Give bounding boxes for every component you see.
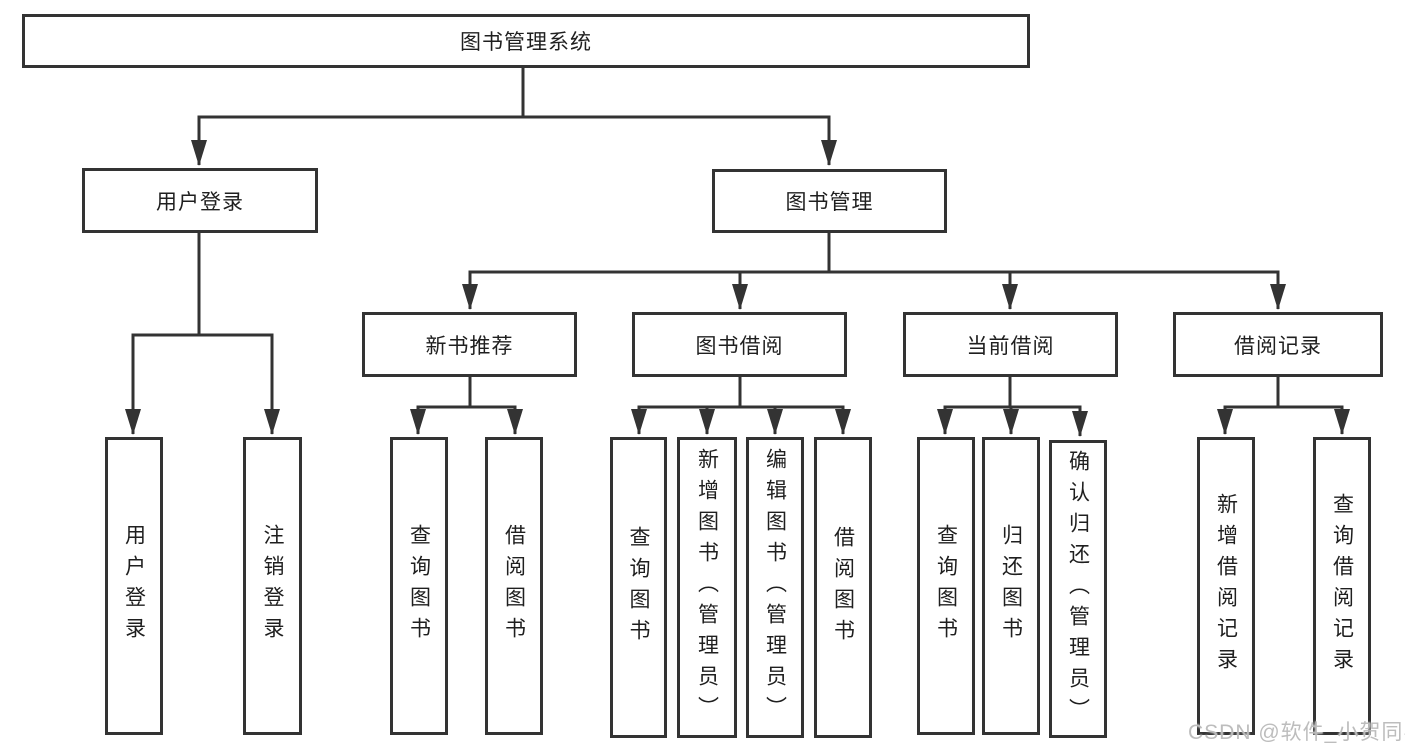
leaf-records-add-record-label: 新增借阅记录 (1214, 493, 1238, 679)
node-borrow-records: 借阅记录 (1173, 312, 1383, 377)
leaf-borrow-add-books-admin-label: 新增图书（管理员） (695, 448, 719, 727)
leaf-borrow-edit-books-admin: 编辑图书（管理员） (746, 437, 804, 738)
leaf-newbook-borrow-books-label: 借阅图书 (502, 524, 526, 648)
leaf-borrow-edit-books-admin-label: 编辑图书（管理员） (763, 448, 787, 727)
leaf-logout-label: 注销登录 (261, 524, 284, 648)
node-user-login-label: 用户登录 (156, 190, 244, 214)
leaf-current-query-books-label: 查询图书 (934, 524, 958, 648)
node-new-book-recommend: 新书推荐 (362, 312, 577, 377)
node-root-system-label: 图书管理系统 (460, 31, 592, 54)
leaf-current-return-books-label: 归还图书 (999, 524, 1023, 648)
leaf-newbook-borrow-books: 借阅图书 (485, 437, 543, 735)
leaf-current-return-books: 归还图书 (982, 437, 1040, 735)
leaf-borrow-query-books-label: 查询图书 (627, 525, 650, 650)
node-borrow-records-label: 借阅记录 (1234, 334, 1322, 358)
leaf-current-confirm-return-admin-label: 确认归还（管理员） (1066, 449, 1090, 729)
leaf-records-query-record: 查询借阅记录 (1313, 437, 1371, 735)
leaf-current-query-books: 查询图书 (917, 437, 975, 735)
leaf-borrow-add-books-admin: 新增图书（管理员） (677, 437, 737, 738)
leaf-user-login-label: 用户登录 (122, 524, 146, 648)
node-user-login: 用户登录 (82, 168, 318, 233)
node-book-management: 图书管理 (712, 169, 947, 233)
node-root-system: 图书管理系统 (22, 14, 1030, 68)
leaf-records-query-record-label: 查询借阅记录 (1330, 493, 1354, 679)
leaf-newbook-query-books-label: 查询图书 (407, 524, 431, 648)
node-book-management-label: 图书管理 (785, 191, 874, 214)
node-current-borrow: 当前借阅 (903, 312, 1118, 377)
leaf-newbook-query-books: 查询图书 (390, 437, 448, 735)
leaf-borrow-borrow-books: 借阅图书 (814, 437, 872, 738)
node-current-borrow-label: 当前借阅 (966, 334, 1055, 358)
leaf-borrow-borrow-books-label: 借阅图书 (831, 525, 855, 650)
node-book-borrow-label: 图书借阅 (695, 334, 784, 358)
leaf-records-add-record: 新增借阅记录 (1197, 437, 1255, 735)
leaf-user-login: 用户登录 (105, 437, 163, 735)
node-new-book-recommend-label: 新书推荐 (425, 334, 514, 358)
leaf-current-confirm-return-admin: 确认归还（管理员） (1049, 440, 1107, 738)
leaf-borrow-query-books: 查询图书 (610, 437, 667, 738)
node-book-borrow: 图书借阅 (632, 312, 847, 377)
csdn-watermark: CSDN @软件_小贺同学 (1188, 721, 1405, 744)
leaf-logout: 注销登录 (243, 437, 302, 735)
